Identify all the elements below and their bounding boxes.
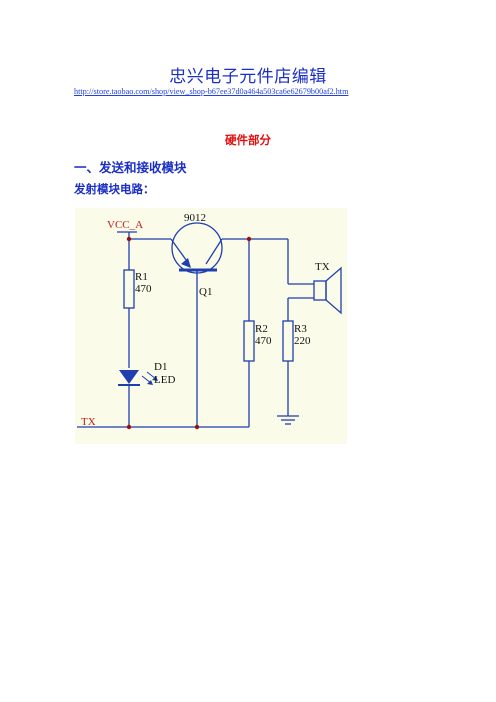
section-title: 硬件部分	[225, 133, 271, 147]
transistor-ref-label: Q1	[199, 286, 212, 298]
r3-value-label: 220	[294, 335, 311, 347]
d1-value-label: LED	[154, 374, 175, 386]
transmitter-schematic: VCC_A 9012 Q1 R1 470 D1 LED R2 470 R3 22…	[75, 208, 347, 444]
r3-ref-label: R3	[294, 323, 307, 335]
resistor-r2	[243, 320, 255, 362]
heading-send-receive: 一、发送和接收模块	[74, 160, 187, 175]
speaker-icon	[313, 266, 342, 315]
transistor-q1	[170, 222, 223, 274]
led-d1	[118, 370, 158, 386]
ground-icon	[277, 415, 299, 425]
r1-value-label: 470	[135, 283, 152, 295]
tx-right-label: TX	[315, 261, 330, 273]
r2-ref-label: R2	[255, 323, 268, 335]
d1-ref-label: D1	[154, 361, 167, 373]
document-title: 忠兴电子元件店编辑	[169, 67, 327, 87]
store-link[interactable]: http://store.taobao.com/shop/view_shop-b…	[74, 87, 349, 96]
r1-ref-label: R1	[135, 271, 148, 283]
wires	[77, 231, 314, 428]
r2-value-label: 470	[255, 335, 272, 347]
vcc-label: VCC_A	[107, 219, 143, 231]
resistor-r1	[123, 269, 135, 309]
resistor-r3	[282, 320, 294, 362]
transistor-part-label: 9012	[184, 212, 206, 224]
tx-left-label: TX	[81, 416, 96, 428]
junctions	[126, 236, 252, 430]
schematic-background	[75, 208, 347, 444]
heading-transmitter-circuit: 发射模块电路：	[74, 182, 155, 196]
